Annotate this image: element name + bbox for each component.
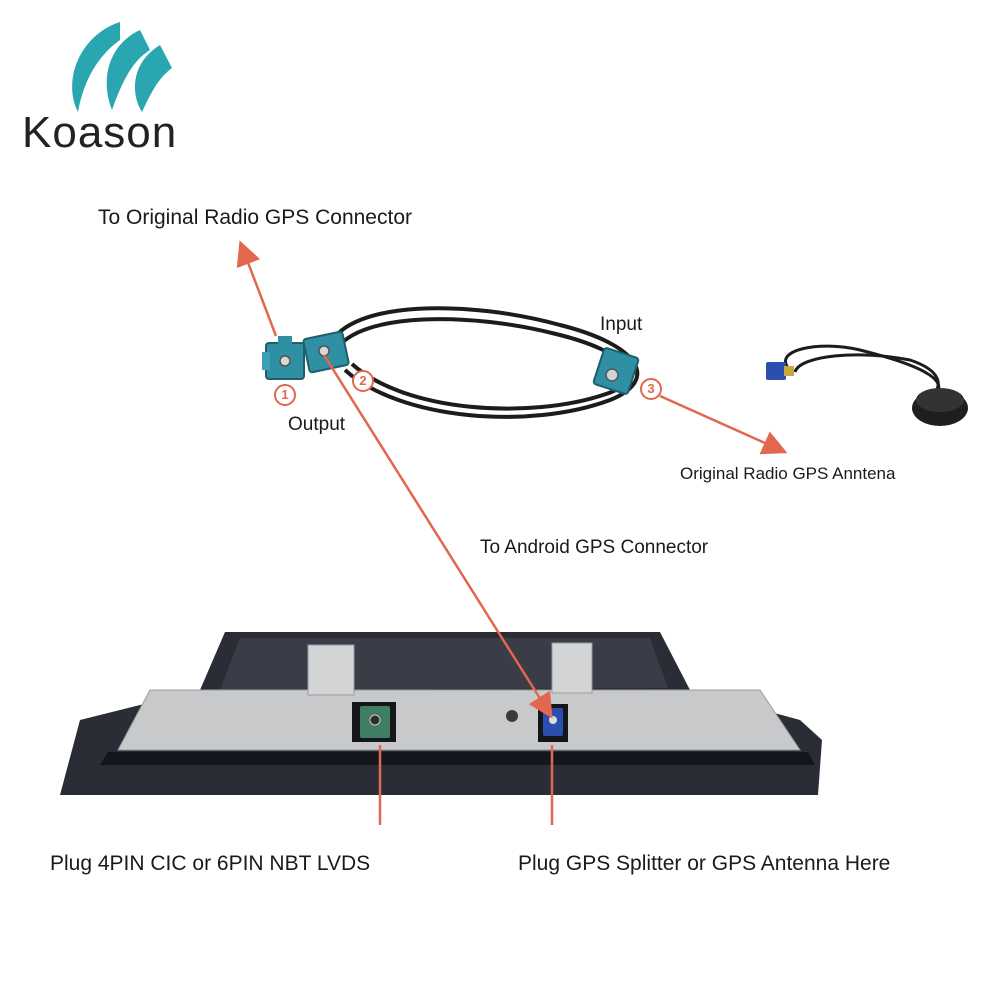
arrow-to-android [322, 354, 553, 719]
head-unit-body [60, 632, 822, 795]
connector-input-icon [592, 347, 640, 395]
gps-antenna-icon [766, 344, 968, 426]
arrow-to-original-radio [236, 240, 278, 337]
badge-1: 1 [274, 384, 296, 406]
gps-port-icon [538, 704, 568, 742]
label-to-original-radio: To Original Radio GPS Connector [98, 206, 412, 229]
connector-output-1-icon [262, 336, 305, 380]
label-original-antenna: Original Radio GPS Anntena [680, 464, 896, 483]
brand-name: Koason [22, 108, 178, 157]
label-plug-gps: Plug GPS Splitter or GPS Antenna Here [518, 852, 891, 875]
arrow-to-antenna [659, 394, 788, 455]
badge-3: 3 [640, 378, 662, 400]
koason-logo-icon [72, 22, 172, 112]
label-output: Output [288, 414, 346, 435]
badge-2: 2 [352, 370, 374, 392]
label-to-android: To Android GPS Connector [480, 537, 709, 558]
label-input: Input [600, 314, 643, 335]
label-plug-lvds: Plug 4PIN CIC or 6PIN NBT LVDS [50, 852, 371, 875]
splitter-cable [328, 306, 640, 419]
connector-output-2-icon [302, 330, 350, 374]
lvds-port-icon [352, 702, 396, 742]
